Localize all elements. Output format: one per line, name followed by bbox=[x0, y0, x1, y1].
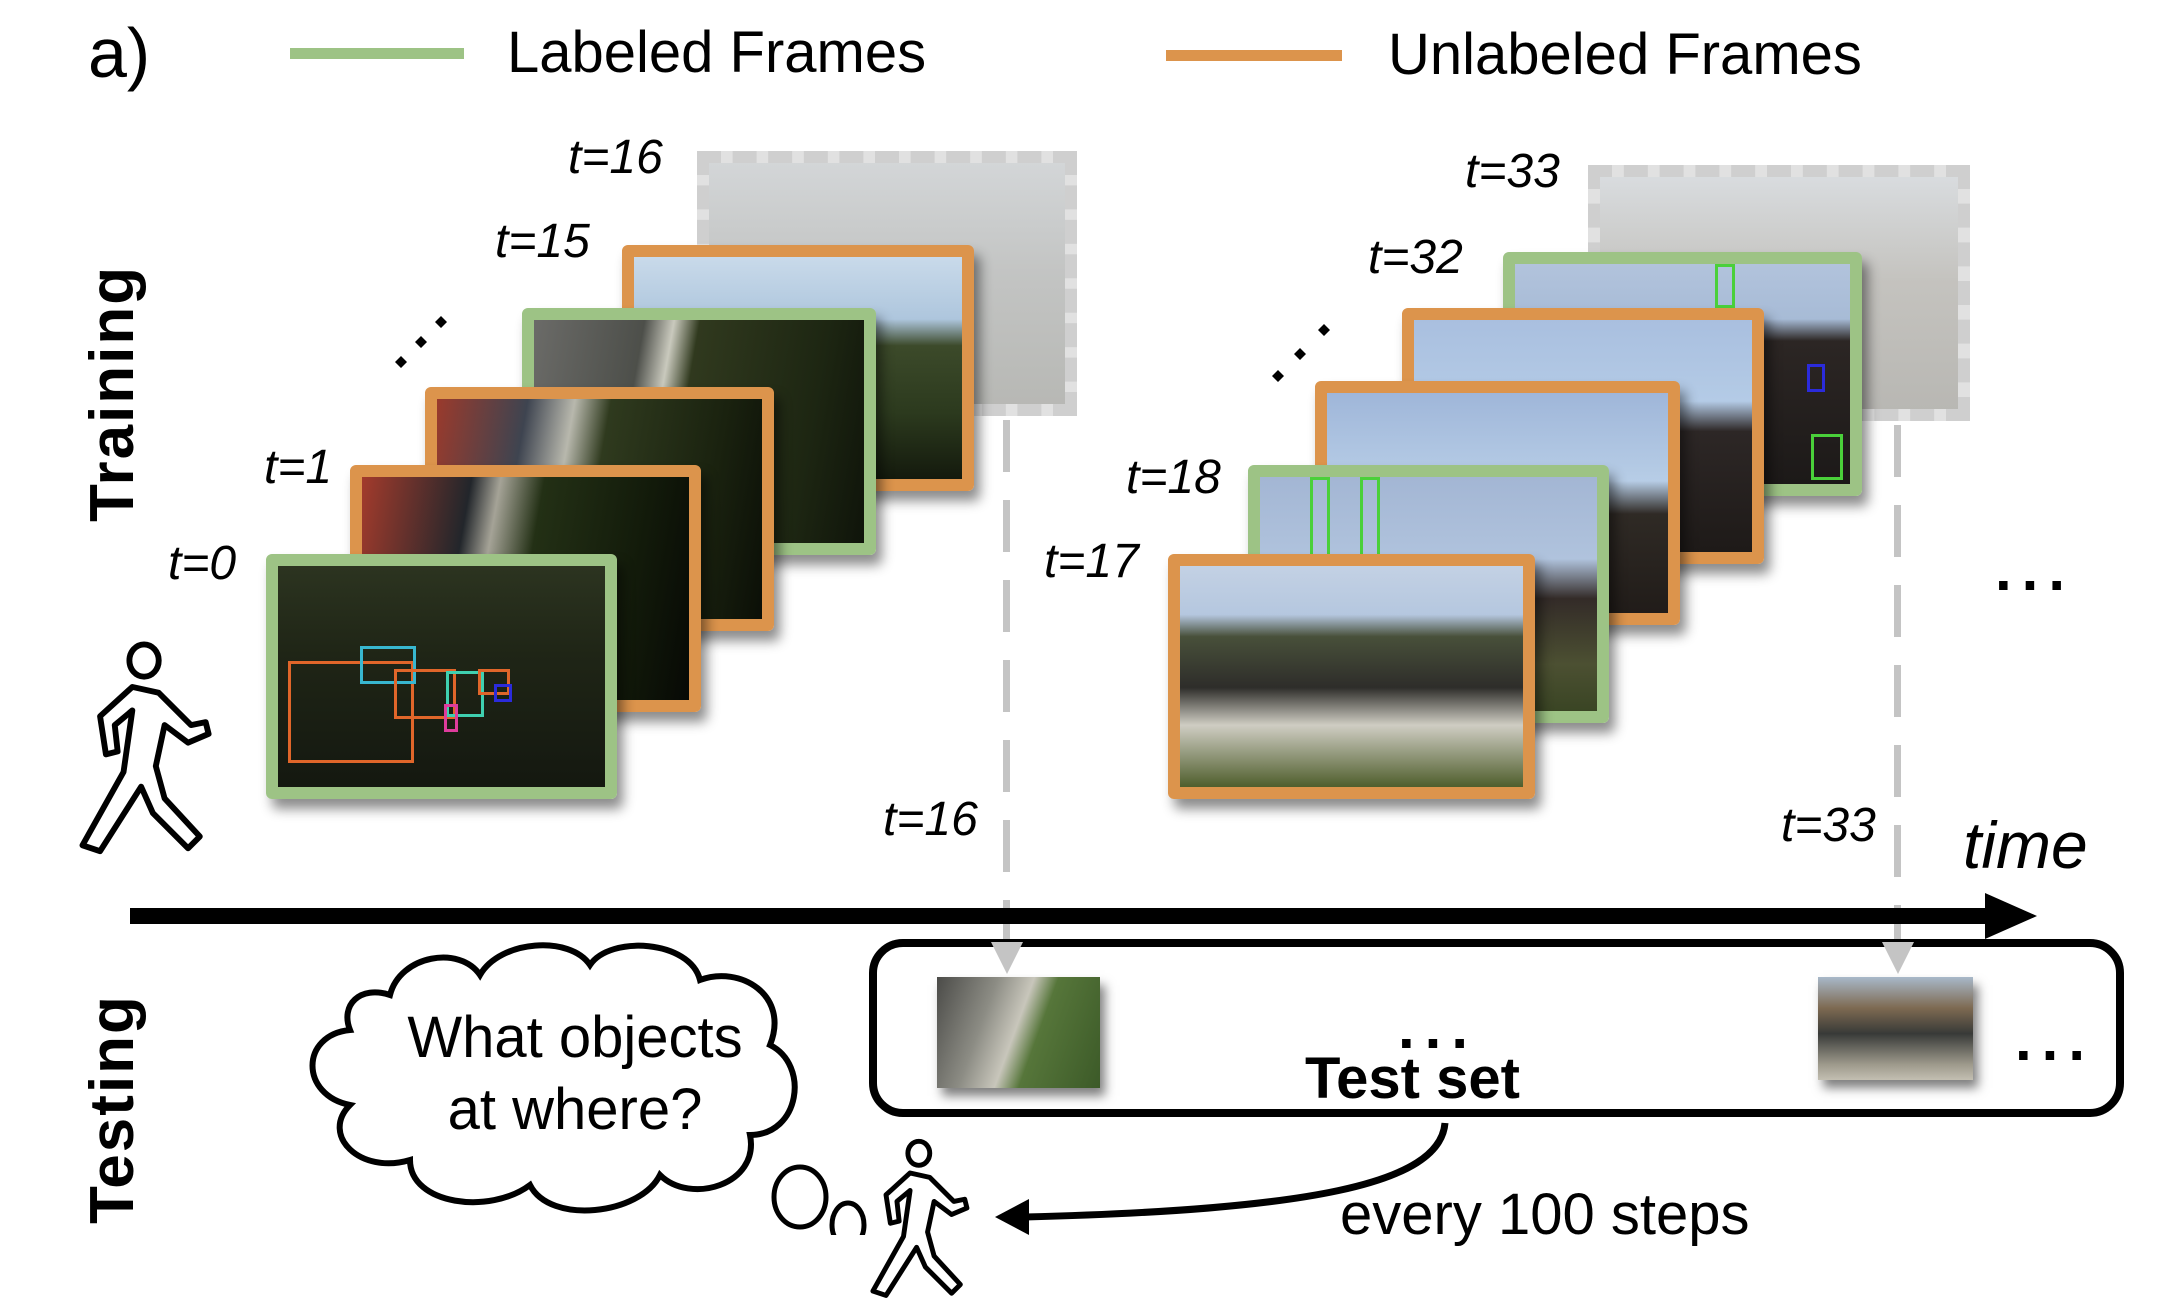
time-label-t1: t=1 bbox=[264, 441, 333, 494]
time-label-t16: t=16 bbox=[568, 131, 663, 184]
test-set-middle-ellipsis: ... bbox=[1398, 994, 1479, 1061]
bounding-box bbox=[494, 684, 512, 702]
thought-cloud-icon bbox=[309, 942, 867, 1235]
bounding-box bbox=[394, 669, 456, 719]
diagonal-ellipsis-icon bbox=[395, 316, 447, 368]
legend-label-unlabeled: Unlabeled Frames bbox=[1388, 22, 1862, 87]
test-thumbnail-t33 bbox=[1818, 977, 1973, 1080]
trailing-ellipsis-training: ... bbox=[1995, 536, 2076, 603]
timeline-marker-label-t33: t=33 bbox=[1781, 799, 1876, 852]
time-label-t17: t=17 bbox=[1044, 535, 1139, 588]
bounding-box bbox=[1807, 364, 1825, 392]
test-set-label: Test set bbox=[1305, 1046, 1520, 1111]
frame-t0-labeled bbox=[266, 554, 617, 799]
timeline-marker-line-t33 bbox=[1894, 425, 1901, 940]
test-set-box bbox=[869, 939, 2124, 1117]
bounding-box bbox=[288, 661, 414, 763]
walking-person-icon bbox=[870, 1138, 970, 1298]
legend-swatch-unlabeled bbox=[1166, 50, 1342, 61]
bounding-box bbox=[1811, 434, 1843, 480]
testing-section-label: Testing bbox=[78, 994, 147, 1224]
legend-label-labeled: Labeled Frames bbox=[507, 20, 927, 85]
time-label-t32: t=32 bbox=[1368, 231, 1463, 284]
bounding-box bbox=[444, 704, 458, 732]
thought-text-line-2: at where? bbox=[447, 1077, 703, 1142]
test-thumbnail-t16 bbox=[937, 977, 1100, 1088]
time-label-t18: t=18 bbox=[1126, 451, 1221, 504]
frame-t17-unlabeled bbox=[1168, 554, 1535, 799]
bounding-box bbox=[1715, 264, 1735, 308]
arrow-down-icon bbox=[1882, 942, 1914, 974]
training-section-label: Training bbox=[78, 264, 147, 522]
time-axis-label: time bbox=[1963, 808, 2088, 882]
time-label-t0: t=0 bbox=[168, 537, 237, 590]
test-set-trailing-ellipsis: ... bbox=[2015, 1006, 2096, 1073]
panel-label: a) bbox=[88, 14, 151, 92]
thought-text-line-1: What objects bbox=[407, 1005, 743, 1070]
timeline-marker-label-t16: t=16 bbox=[883, 793, 978, 846]
time-label-t33: t=33 bbox=[1465, 145, 1560, 198]
diagonal-ellipsis-icon bbox=[1272, 324, 1330, 382]
arrow-down-icon bbox=[991, 942, 1023, 974]
timeline-marker-line-t16 bbox=[1003, 420, 1010, 940]
timeline-arrow bbox=[130, 893, 2037, 939]
legend-swatch-labeled bbox=[290, 48, 464, 59]
feedback-arrow bbox=[995, 1122, 1449, 1235]
time-label-t15: t=15 bbox=[495, 215, 590, 268]
walking-person-icon bbox=[79, 641, 212, 855]
bounding-box bbox=[360, 646, 416, 684]
eval-interval-label: every 100 steps bbox=[1340, 1182, 1750, 1247]
